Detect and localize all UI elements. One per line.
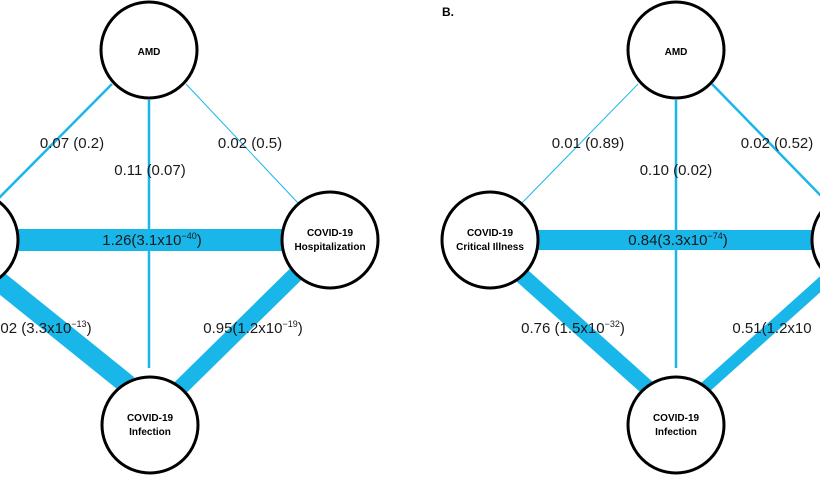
left-node-infection-line2: Infection bbox=[129, 427, 171, 438]
left-label-left-hospitalization: 1.26(3.1x10−40) bbox=[102, 231, 202, 249]
left-node-amd: AMD bbox=[99, 0, 199, 100]
left-node-hospitalization: COVID-19 Hospitalization bbox=[280, 190, 380, 290]
right-label-right-infection: 0.51(1.2x10 bbox=[732, 320, 811, 337]
left-label-hospitalization-infection: 0.95(1.2x10−19) bbox=[203, 319, 303, 337]
right-node-critical-line2: Critical Illness bbox=[456, 242, 524, 253]
right-edge-amd-critical bbox=[519, 83, 639, 206]
left-edge-left-infection bbox=[0, 270, 135, 393]
left-label-left-infection: 02 (3.3x10−13) bbox=[0, 319, 91, 337]
right-node-critical-line1: COVID-19 bbox=[467, 228, 514, 239]
right-label-amd-critical: 0.01 (0.89) bbox=[552, 135, 625, 152]
left-edge-hospitalization-infection bbox=[172, 266, 304, 396]
panel-b-label: B. bbox=[442, 5, 454, 19]
right-label-critical-right: 0.84(3.3x10−74) bbox=[628, 231, 728, 249]
right-edge-critical-infection bbox=[512, 266, 658, 398]
right-edge-right-infection bbox=[695, 276, 820, 397]
left-label-amd-infection: 0.11 (0.07) bbox=[114, 162, 185, 179]
right-node-partial bbox=[810, 210, 820, 270]
right-node-infection-line1: COVID-19 bbox=[653, 413, 700, 424]
left-node-hospitalization-line2: Hospitalization bbox=[294, 242, 365, 253]
left-diagram: AMD COVID-19 Hospitalization COVID-19 In… bbox=[0, 0, 380, 475]
right-node-amd-label: AMD bbox=[665, 47, 688, 58]
left-node-hospitalization-line1: COVID-19 bbox=[307, 228, 354, 239]
right-label-amd-infection: 0.10 (0.02) bbox=[640, 162, 713, 179]
left-label-amd-left: 0.07 (0.2) bbox=[40, 135, 104, 152]
left-edge-amd-hospitalization bbox=[185, 83, 299, 204]
right-node-critical-illness: COVID-19 Critical Illness bbox=[440, 190, 540, 290]
left-node-partial bbox=[0, 200, 20, 280]
right-edge-amd-right bbox=[711, 83, 820, 197]
right-node-amd: AMD bbox=[626, 0, 726, 100]
right-diagram: AMD COVID-19 Critical Illness COVID-19 I… bbox=[440, 0, 820, 475]
right-label-amd-right: 0.02 (0.52) bbox=[741, 135, 814, 152]
left-node-infection: COVID-19 Infection bbox=[100, 375, 200, 475]
left-label-amd-hospitalization: 0.02 (0.5) bbox=[218, 135, 282, 152]
left-node-amd-label: AMD bbox=[138, 47, 161, 58]
left-node-infection-line1: COVID-19 bbox=[127, 413, 174, 424]
right-label-critical-infection: 0.76 (1.5x10−32) bbox=[521, 319, 625, 337]
left-edge-amd-left bbox=[0, 83, 113, 199]
right-node-infection-line2: Infection bbox=[655, 427, 697, 438]
right-node-infection: COVID-19 Infection bbox=[626, 375, 726, 475]
